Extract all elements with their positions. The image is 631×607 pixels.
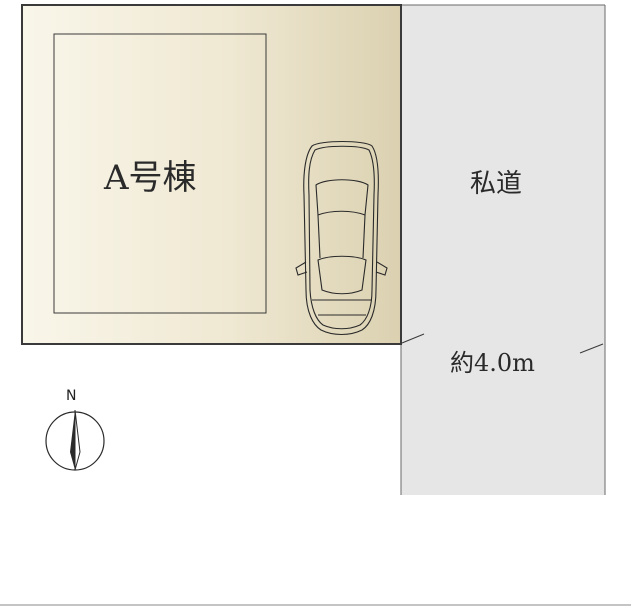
road-width-tick-right xyxy=(579,343,604,354)
road-width-label: 約4.0m xyxy=(450,349,535,377)
compass-icon xyxy=(45,409,105,471)
building-footprint xyxy=(53,33,267,314)
north-label: N xyxy=(66,388,77,404)
road-label: 私道 xyxy=(470,169,523,199)
plot-a xyxy=(21,4,402,345)
road-width-tick-left xyxy=(401,333,425,344)
car-icon xyxy=(295,141,388,336)
private-road xyxy=(401,5,605,495)
building-label: A号棟 xyxy=(104,158,197,198)
